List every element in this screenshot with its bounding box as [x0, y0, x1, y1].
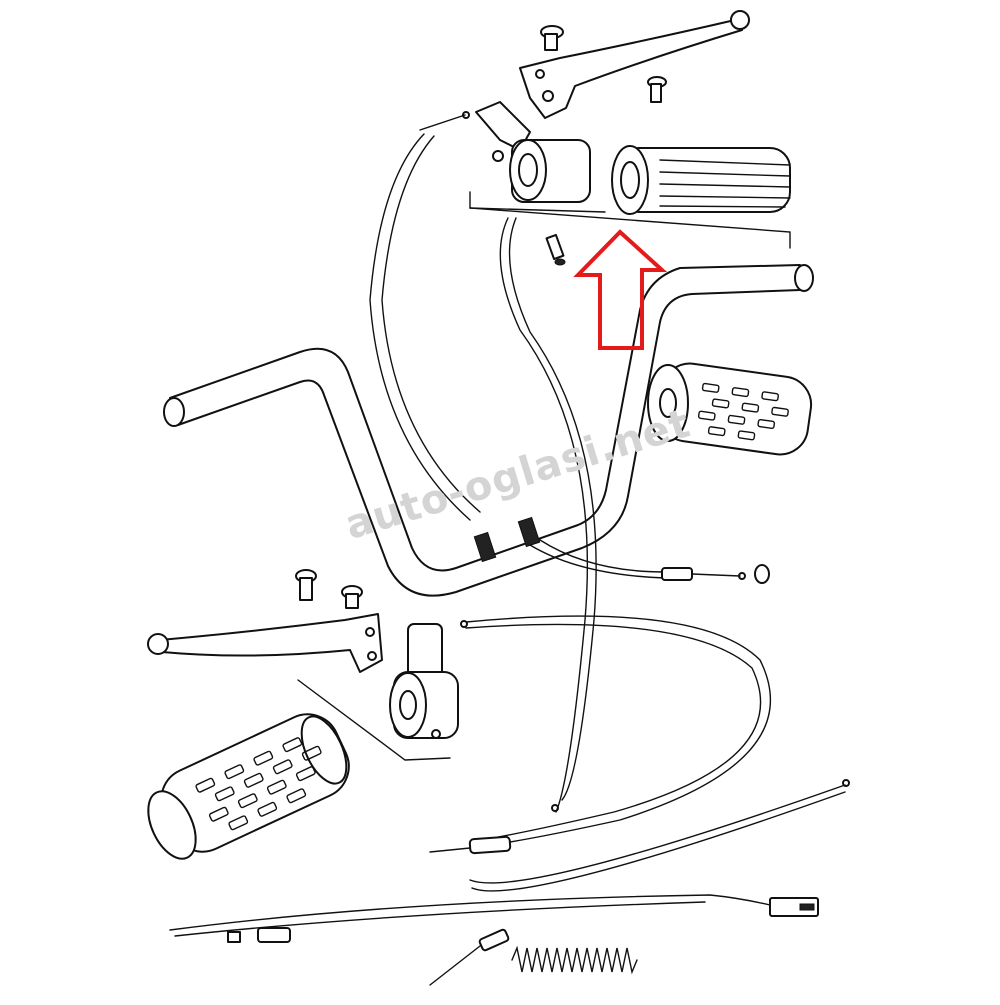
pivot-bolt-icon [540, 25, 564, 51]
throttle-housing [475, 101, 591, 203]
left-housing [389, 623, 459, 739]
handlebar [163, 264, 814, 597]
left-clutch-lever [147, 613, 383, 673]
highlight-arrow-icon [573, 229, 668, 350]
left-assembly-leader [297, 679, 451, 761]
right-grip [647, 362, 813, 456]
throttle-grip [611, 145, 791, 215]
right-brake-lever [519, 10, 750, 119]
cables [169, 111, 850, 986]
left-grip [147, 713, 350, 860]
left-pivot-bolt-icon [295, 569, 317, 601]
left-screw-icon [341, 585, 363, 609]
screw-icon [647, 76, 667, 103]
throttle-screw-icon [545, 233, 566, 266]
spring-icon [511, 945, 638, 975]
assembly-leaders [469, 191, 791, 249]
